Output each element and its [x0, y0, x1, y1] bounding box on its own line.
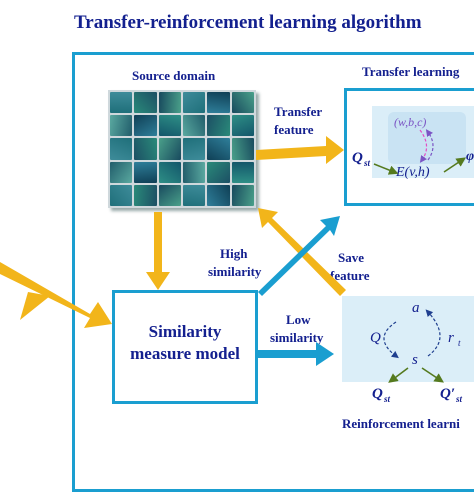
rl-q-in: Q [372, 386, 383, 402]
rl-r: r [448, 330, 454, 346]
tl-node-mid: E(v,h) [395, 165, 430, 180]
gold-arrow [20, 292, 50, 320]
image-thumbnail [110, 184, 133, 206]
reinforcement-learning-panel [342, 296, 474, 382]
tl-input-sub: st [363, 158, 371, 168]
diagram-title: Transfer-reinforcement learning algorith… [74, 12, 422, 33]
gold-arrow [146, 212, 170, 290]
tl-input: Q [352, 150, 363, 166]
image-thumbnail [183, 115, 206, 137]
rl-a: a [412, 300, 420, 316]
image-thumbnail [207, 161, 230, 183]
transfer-feature-label-1: Transfer [274, 104, 323, 119]
gold-arrow [0, 262, 112, 328]
underwater-image-grid [108, 90, 256, 208]
save-feature-label-1: Save [338, 250, 364, 265]
blue-arrow [258, 342, 334, 366]
image-thumbnail [158, 161, 181, 183]
source-domain-label: Source domain [132, 68, 216, 83]
gold-arrow [256, 136, 344, 164]
image-thumbnail [110, 115, 133, 137]
image-thumbnail [110, 138, 133, 160]
image-thumbnail [134, 138, 157, 160]
tl-output: φ [466, 149, 474, 164]
image-thumbnail [134, 161, 157, 183]
image-thumbnail [158, 138, 181, 160]
rl-r-sub: t [458, 338, 461, 348]
rl-q-in-sub: st [383, 394, 391, 404]
similarity-model-line2: measure model [130, 344, 240, 363]
image-thumbnail [134, 92, 157, 114]
rl-q-out-sub: st [455, 394, 463, 404]
image-thumbnail [207, 138, 230, 160]
image-thumbnail [231, 184, 254, 206]
image-thumbnail [207, 115, 230, 137]
low-similarity-label-2: similarity [270, 330, 324, 345]
image-thumbnail [158, 115, 181, 137]
transfer-feature-label-2: feature [274, 122, 314, 137]
image-thumbnail [183, 138, 206, 160]
image-thumbnail [183, 184, 206, 206]
image-thumbnail [134, 184, 157, 206]
image-thumbnail [231, 92, 254, 114]
high-similarity-label-2: similarity [208, 264, 262, 279]
rl-q-out: Q′ [440, 386, 455, 402]
low-similarity-label-1: Low [286, 312, 311, 327]
image-thumbnail [183, 161, 206, 183]
image-thumbnail [110, 161, 133, 183]
transfer-learning-label: Transfer learning [362, 64, 460, 79]
image-thumbnail [183, 92, 206, 114]
image-thumbnail [158, 184, 181, 206]
tl-node-top: (w,b,c) [394, 115, 426, 129]
blue-arrow [258, 216, 340, 296]
image-thumbnail [231, 138, 254, 160]
image-thumbnail [207, 184, 230, 206]
diagram-arrows: (w,b,c) E(v,h) Q st φ a s Q r t Q st Q′ … [0, 112, 474, 404]
image-thumbnail [134, 115, 157, 137]
rl-s: s [412, 352, 418, 368]
rl-q: Q [370, 330, 381, 346]
image-thumbnail [110, 92, 133, 114]
image-thumbnail [231, 161, 254, 183]
high-similarity-label-1: High [220, 246, 248, 261]
image-thumbnail [231, 115, 254, 137]
similarity-model-line1: Similarity [148, 322, 222, 341]
image-thumbnail [207, 92, 230, 114]
reinforcement-learning-label: Reinforcement learni [342, 416, 460, 431]
similarity-measure-model-box [112, 290, 258, 404]
save-feature-label-2: feature [330, 268, 370, 283]
image-thumbnail [158, 92, 181, 114]
